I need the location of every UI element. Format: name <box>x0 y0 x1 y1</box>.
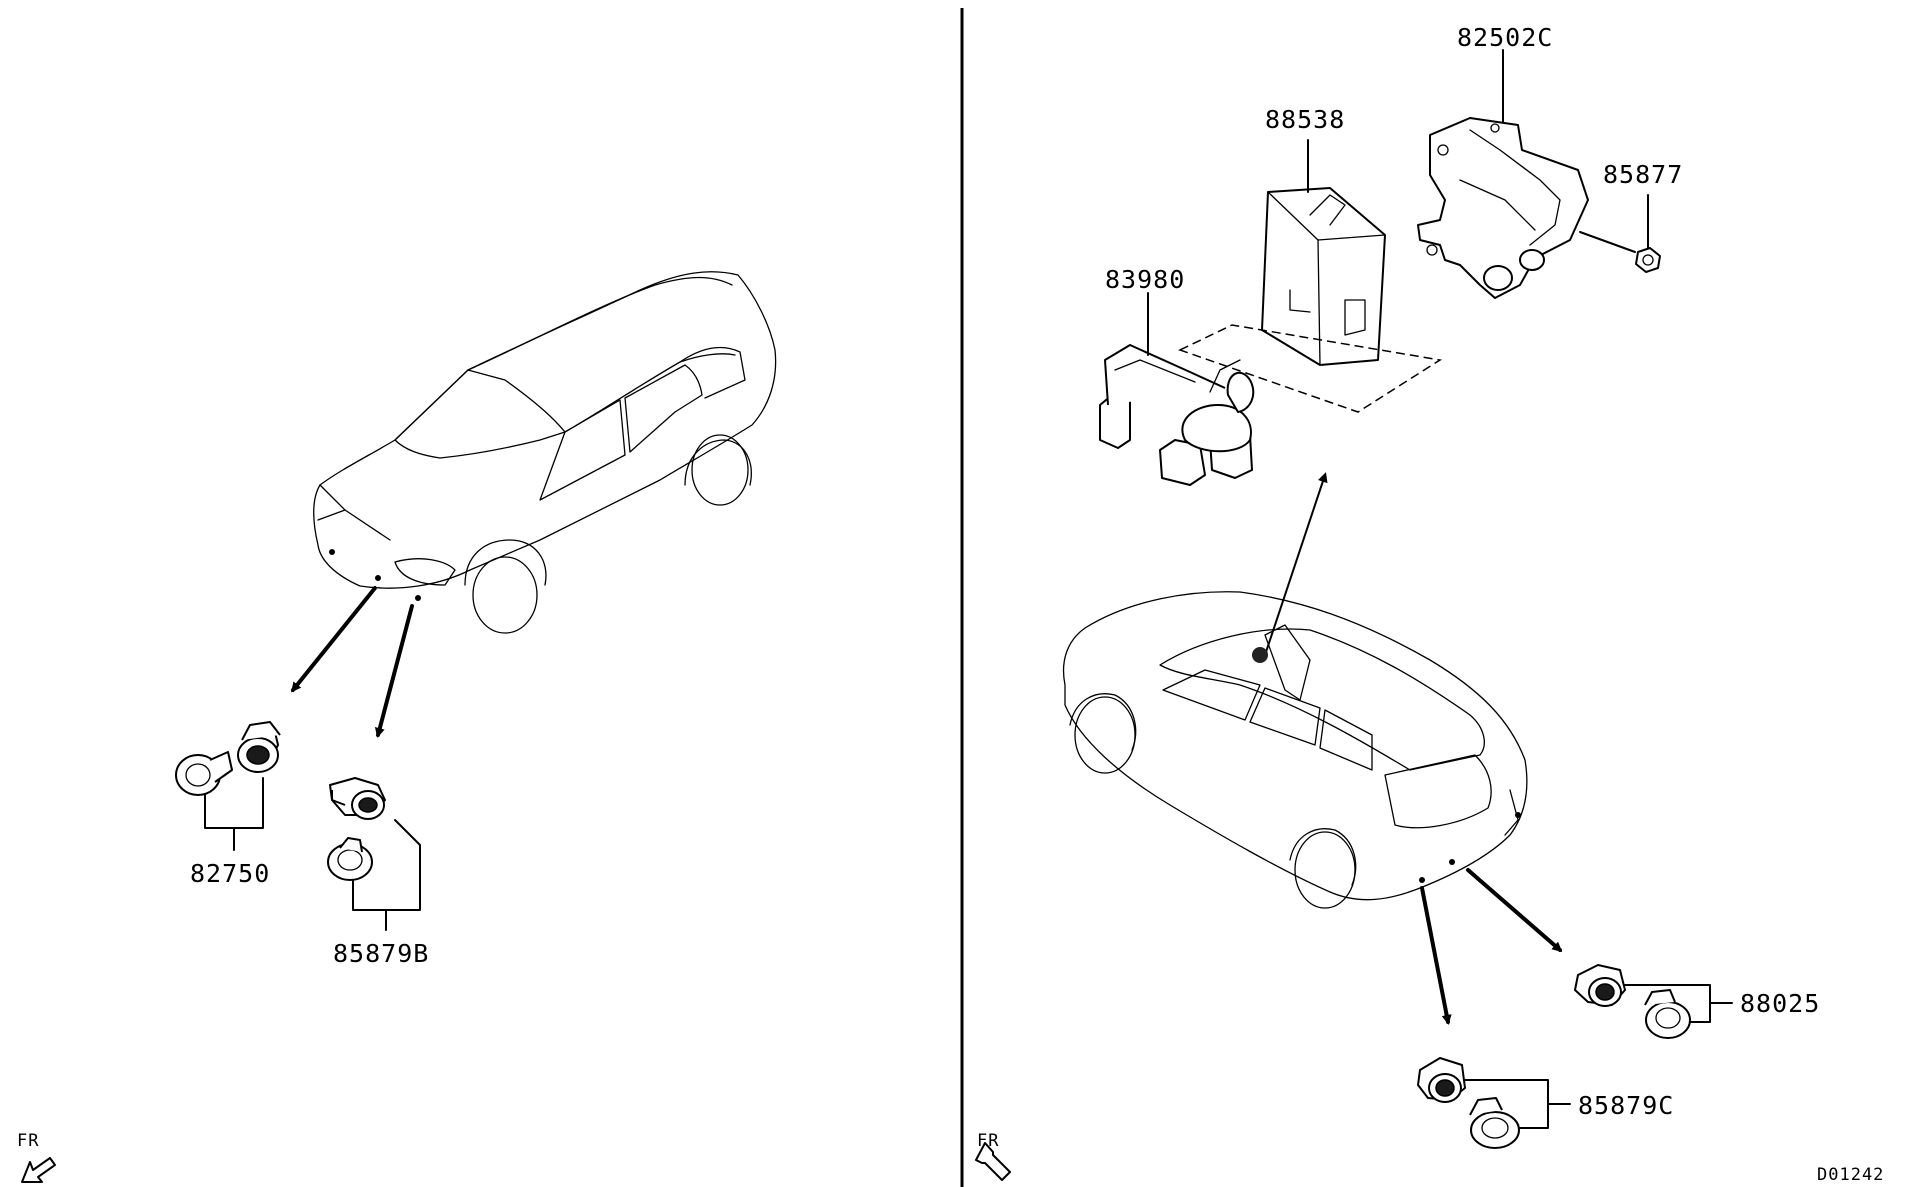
part-85879c-sensor <box>1417 1057 1466 1103</box>
part-82750-bezel <box>175 751 233 796</box>
leader-85879b <box>352 819 421 931</box>
part-85879b-bezel <box>327 837 373 881</box>
arrow-88025 <box>1466 868 1563 952</box>
leader-85879c <box>1464 1079 1571 1129</box>
mounting-outline <box>1178 324 1443 413</box>
arrow-to-control-unit <box>1264 472 1328 656</box>
leader-88025 <box>1624 984 1733 1023</box>
label-85879b: 85879B <box>333 939 429 968</box>
part-85879b-sensor <box>329 777 386 820</box>
label-82750: 82750 <box>190 859 270 888</box>
fr-arrow-right <box>975 1142 1011 1181</box>
arrow-82750 <box>291 586 377 693</box>
label-82502c: 82502C <box>1457 23 1553 52</box>
part-88025-sensor <box>1574 964 1626 1007</box>
label-fr-right: FR <box>977 1131 999 1151</box>
label-85879c: 85879C <box>1578 1091 1674 1120</box>
arrow-85879b <box>374 604 414 738</box>
leader-85877 <box>1579 194 1649 253</box>
label-fr-left: FR <box>17 1131 39 1151</box>
rear-car-outline <box>1062 591 1528 909</box>
part-82502c-bracket <box>1417 117 1589 299</box>
part-83980-harness <box>1099 344 1255 486</box>
arrow-85879c <box>1420 886 1452 1025</box>
leader-82750 <box>204 777 264 851</box>
front-car-outline <box>313 271 777 634</box>
label-88538: 88538 <box>1265 105 1345 134</box>
fr-arrow-left <box>21 1157 56 1183</box>
part-82750-sensor <box>237 721 281 773</box>
part-88025-bezel <box>1644 989 1691 1039</box>
label-83980: 83980 <box>1105 265 1185 294</box>
part-85879c-bezel <box>1469 1097 1520 1149</box>
part-85877-nut <box>1635 247 1661 273</box>
label-88025: 88025 <box>1740 989 1820 1018</box>
part-88538-control-unit <box>1261 187 1386 366</box>
diagram-id: D01242 <box>1817 1165 1884 1185</box>
label-85877: 85877 <box>1603 160 1683 189</box>
